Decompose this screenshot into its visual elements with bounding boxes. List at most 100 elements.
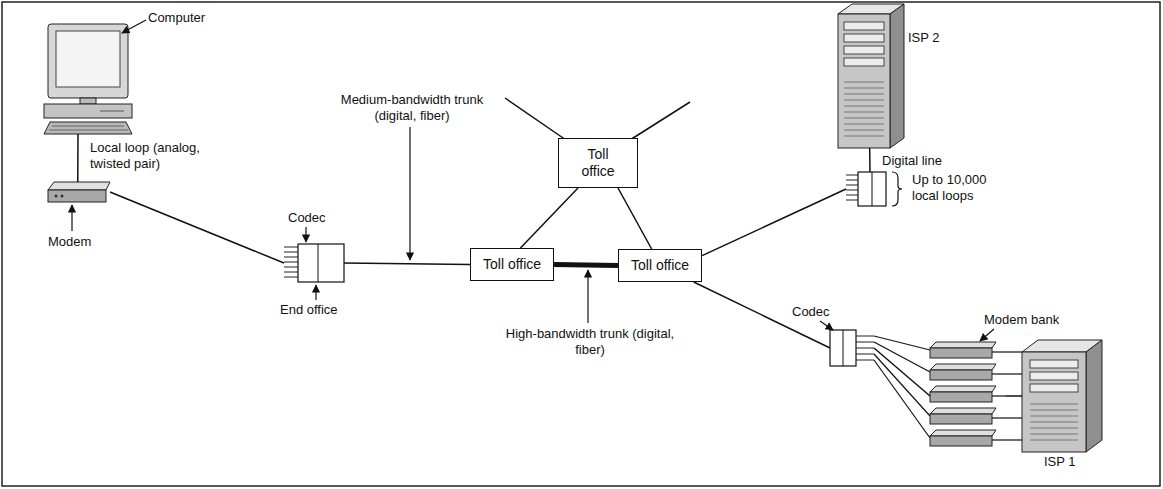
- modem-illustration: [48, 190, 106, 202]
- node-label: Modem: [48, 234, 91, 250]
- modem-server-cables: [992, 439, 1022, 440]
- isp1-server: [1030, 404, 1078, 440]
- node-label: Up to 10,000 local loops: [912, 172, 1012, 204]
- end-office-switch: [318, 244, 319, 282]
- modem-bank-illustration: [930, 436, 992, 446]
- isp2-end-office: [892, 172, 902, 206]
- leader-line: [409, 127, 410, 260]
- node-label: Computer: [148, 10, 205, 26]
- modem-illustration: [61, 195, 64, 198]
- isp-server: ISP 2: [838, 4, 904, 148]
- computer-illustration: [49, 126, 128, 130]
- toll-office-outer-trunks: [630, 102, 690, 140]
- computer-illustration: [44, 24, 132, 134]
- leader-line: [980, 329, 994, 341]
- modem-fan-lines: [874, 354, 930, 416]
- trunk-line: [1006, 395, 1022, 397]
- modem-bank: Modem bank: [930, 340, 1006, 452]
- edge-label: Digital line: [880, 153, 944, 169]
- trunk-line: [77, 134, 79, 182]
- isp1-codec: [856, 336, 874, 360]
- toll-office: Toll office: [470, 248, 554, 281]
- end-office-switch: [298, 244, 344, 282]
- edge-label: Medium-bandwidth trunk (digital, fiber): [330, 92, 494, 124]
- modem-bank-illustration: [930, 414, 992, 424]
- codec: Codec: [830, 330, 874, 366]
- leader-line: [71, 205, 72, 231]
- isp1-server: [1030, 360, 1078, 368]
- node-label: Modem bank: [984, 312, 1059, 328]
- modem-server-cables: [992, 373, 1022, 374]
- toll-office-outer-trunks: [505, 98, 566, 140]
- isp1-codec: [830, 330, 874, 366]
- computer-illustration: [44, 104, 132, 118]
- modem-illustration: [48, 182, 110, 202]
- isp2-server: [838, 4, 904, 148]
- computer-illustration: [80, 98, 96, 104]
- modem-fan-lines: [874, 336, 930, 350]
- modem-server-cables: [992, 395, 1006, 396]
- end-office-switch: [284, 244, 344, 282]
- leader-line: [305, 227, 306, 242]
- isp1-codec: [843, 330, 844, 366]
- isp1-server: [1030, 372, 1078, 380]
- isp2-end-office: [846, 175, 858, 200]
- computer: Computer: [40, 22, 140, 134]
- isp2-end-office: [858, 172, 886, 206]
- trunk-line: [618, 188, 652, 249]
- modem-server-cables: [992, 417, 1022, 418]
- edge-label: High-bandwidth trunk (digital, fiber): [503, 326, 677, 358]
- isp2-server: [844, 82, 884, 136]
- modem-bank-illustration: [930, 408, 996, 414]
- trunk-line: [344, 263, 470, 265]
- trunk-line: [874, 348, 930, 396]
- edge-label: Local loop (analog, twisted pair): [88, 140, 220, 172]
- modem-fan-lines: [874, 342, 930, 372]
- node-label: Toll office: [631, 257, 689, 274]
- modem-bank-illustration: [930, 392, 992, 402]
- trunk-line: [110, 192, 284, 263]
- leader-line: [72, 20, 994, 341]
- modem-bank-illustration: [930, 370, 992, 380]
- modem-bank-illustration: [930, 342, 996, 446]
- computer-illustration: [48, 24, 128, 98]
- modem-bank-illustration: [930, 386, 996, 392]
- leader-line: [820, 321, 833, 330]
- computer-illustration: [44, 122, 132, 134]
- isp1-codec: [830, 330, 856, 366]
- end-office-switch: [284, 247, 298, 277]
- isp2-end-office: [846, 172, 902, 206]
- isp2-server: [838, 14, 890, 148]
- isp-end-office: Up to 10,000 local loops: [846, 172, 886, 206]
- computer-illustration: [100, 111, 124, 112]
- modem-bank-illustration: [930, 342, 996, 348]
- trunk-line: [702, 189, 846, 256]
- leader-line: [587, 270, 588, 323]
- modem-illustration: [55, 195, 58, 198]
- isp1-server: [1022, 340, 1102, 452]
- node-label: Toll office: [483, 256, 541, 273]
- toll-office: Toll office: [558, 138, 638, 188]
- leader-line: [122, 20, 146, 33]
- node-label: Codec: [288, 210, 326, 226]
- toll-office-outer-trunks: [505, 98, 690, 140]
- node-label: End office: [280, 302, 338, 318]
- isp2-server: [844, 46, 884, 54]
- modem-fan-lines: [874, 336, 930, 438]
- modem-bank-illustration: [930, 364, 996, 370]
- modem: Modem: [48, 182, 110, 202]
- computer-illustration: [56, 31, 120, 87]
- isp2-server: [890, 4, 904, 148]
- node-label: ISP 1: [1044, 454, 1076, 470]
- modem-illustration: [48, 182, 110, 190]
- isp1-server: [1022, 352, 1086, 452]
- trunk-line: [694, 282, 830, 348]
- modem-bank-illustration: [930, 348, 992, 358]
- end-office: CodecEnd office: [284, 244, 344, 282]
- node-label: ISP 2: [908, 30, 940, 46]
- modem-bank-illustration: [930, 430, 996, 436]
